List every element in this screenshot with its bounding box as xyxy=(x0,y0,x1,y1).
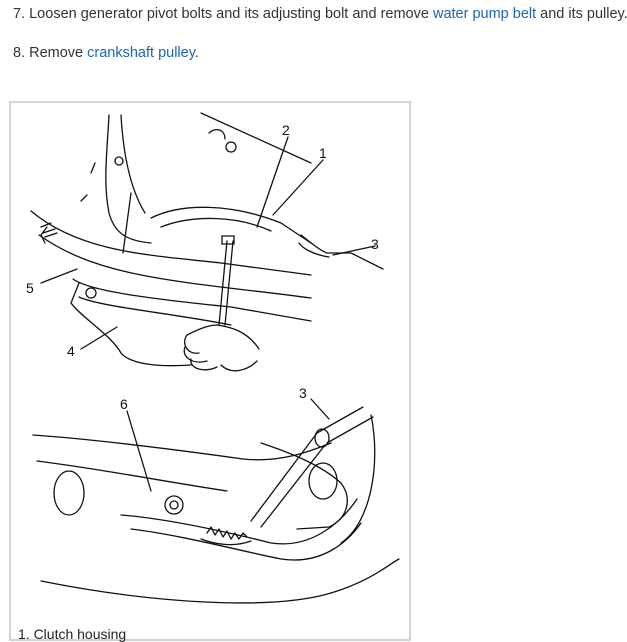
step-8-text: 8. Remove crankshaft pulley. xyxy=(13,44,199,62)
crossmember-bottom-inner xyxy=(130,522,362,561)
callout-2: 2 xyxy=(282,122,290,138)
figure-caption: 1. Clutch housing xyxy=(18,626,127,642)
leader-3-bottom xyxy=(310,398,330,420)
ring-gear-teeth xyxy=(206,526,248,540)
crossmember-bottom xyxy=(120,498,358,545)
pan-rail-end xyxy=(40,226,48,244)
step-7-text: 7. Loosen generator pivot bolts and its … xyxy=(13,5,627,23)
housing-flange xyxy=(150,206,312,244)
leader-5 xyxy=(40,268,78,284)
leader-2 xyxy=(256,136,289,228)
housing-detail xyxy=(208,128,226,140)
stopper-lower xyxy=(326,416,374,444)
stopper-end xyxy=(314,428,330,448)
housing-bolt-2 xyxy=(225,141,237,153)
hand-drawing xyxy=(183,324,260,372)
housing-edge-top xyxy=(200,112,312,164)
housing-outer-arc xyxy=(340,414,376,544)
flywheel-housing xyxy=(260,442,348,530)
crossmember-lower xyxy=(78,296,232,326)
bottom-arc xyxy=(40,558,400,604)
step-8-prefix: 8. Remove xyxy=(13,45,88,61)
ring-gear-arc xyxy=(200,538,252,546)
bracket-right xyxy=(300,234,384,270)
procedure-illustration: 2 1 3 5 4 6 3 xyxy=(9,101,411,641)
pan-sump xyxy=(70,282,192,367)
line-drawing: 2 1 3 5 4 6 3 xyxy=(26,112,400,604)
leader-3-top xyxy=(332,245,376,256)
stopper-arm xyxy=(250,432,326,528)
bracket-right-inner xyxy=(298,242,330,258)
pan-rail-upper xyxy=(30,210,312,276)
housing-flange-inner xyxy=(160,217,272,232)
tool-shaft-left xyxy=(218,240,228,326)
crank-bolt xyxy=(164,495,184,515)
pan-rail-lower xyxy=(38,234,312,299)
callout-6: 6 xyxy=(120,396,128,412)
callout-3-bottom: 3 xyxy=(299,385,307,401)
lower-rail-lower xyxy=(36,460,228,492)
crossmember-upper xyxy=(72,278,312,322)
water-pump-belt-link[interactable]: water pump belt xyxy=(432,6,537,22)
bracket-lines xyxy=(40,222,58,238)
callout-1: 1 xyxy=(319,145,327,161)
housing-hatch xyxy=(80,162,96,202)
tool-tip xyxy=(221,235,235,245)
housing-curve-inner xyxy=(120,114,146,214)
step-8-suffix: . xyxy=(194,45,199,61)
step-7-suffix: and its pulley. xyxy=(536,6,627,22)
housing-rib xyxy=(122,192,132,254)
housing-outline-left xyxy=(105,114,152,244)
round-cover xyxy=(53,470,85,516)
callout-5: 5 xyxy=(26,280,34,296)
leader-4 xyxy=(80,326,118,350)
housing-bolt-1 xyxy=(114,156,124,166)
crankshaft-pulley-link[interactable]: crankshaft pulley xyxy=(87,45,195,61)
callout-4: 4 xyxy=(67,343,75,359)
step-7-prefix: 7. Loosen generator pivot bolts and its … xyxy=(13,6,433,22)
lower-rail-upper xyxy=(32,434,332,461)
leader-6 xyxy=(126,410,152,492)
flywheel-hole xyxy=(308,462,338,500)
callout-3-top: 3 xyxy=(371,236,379,252)
leader-1 xyxy=(272,159,324,216)
pan-drain-bolt xyxy=(85,287,97,299)
stopper-upper xyxy=(316,406,364,434)
crank-bolt-inner xyxy=(169,500,179,510)
tool-shaft-right xyxy=(224,240,234,326)
